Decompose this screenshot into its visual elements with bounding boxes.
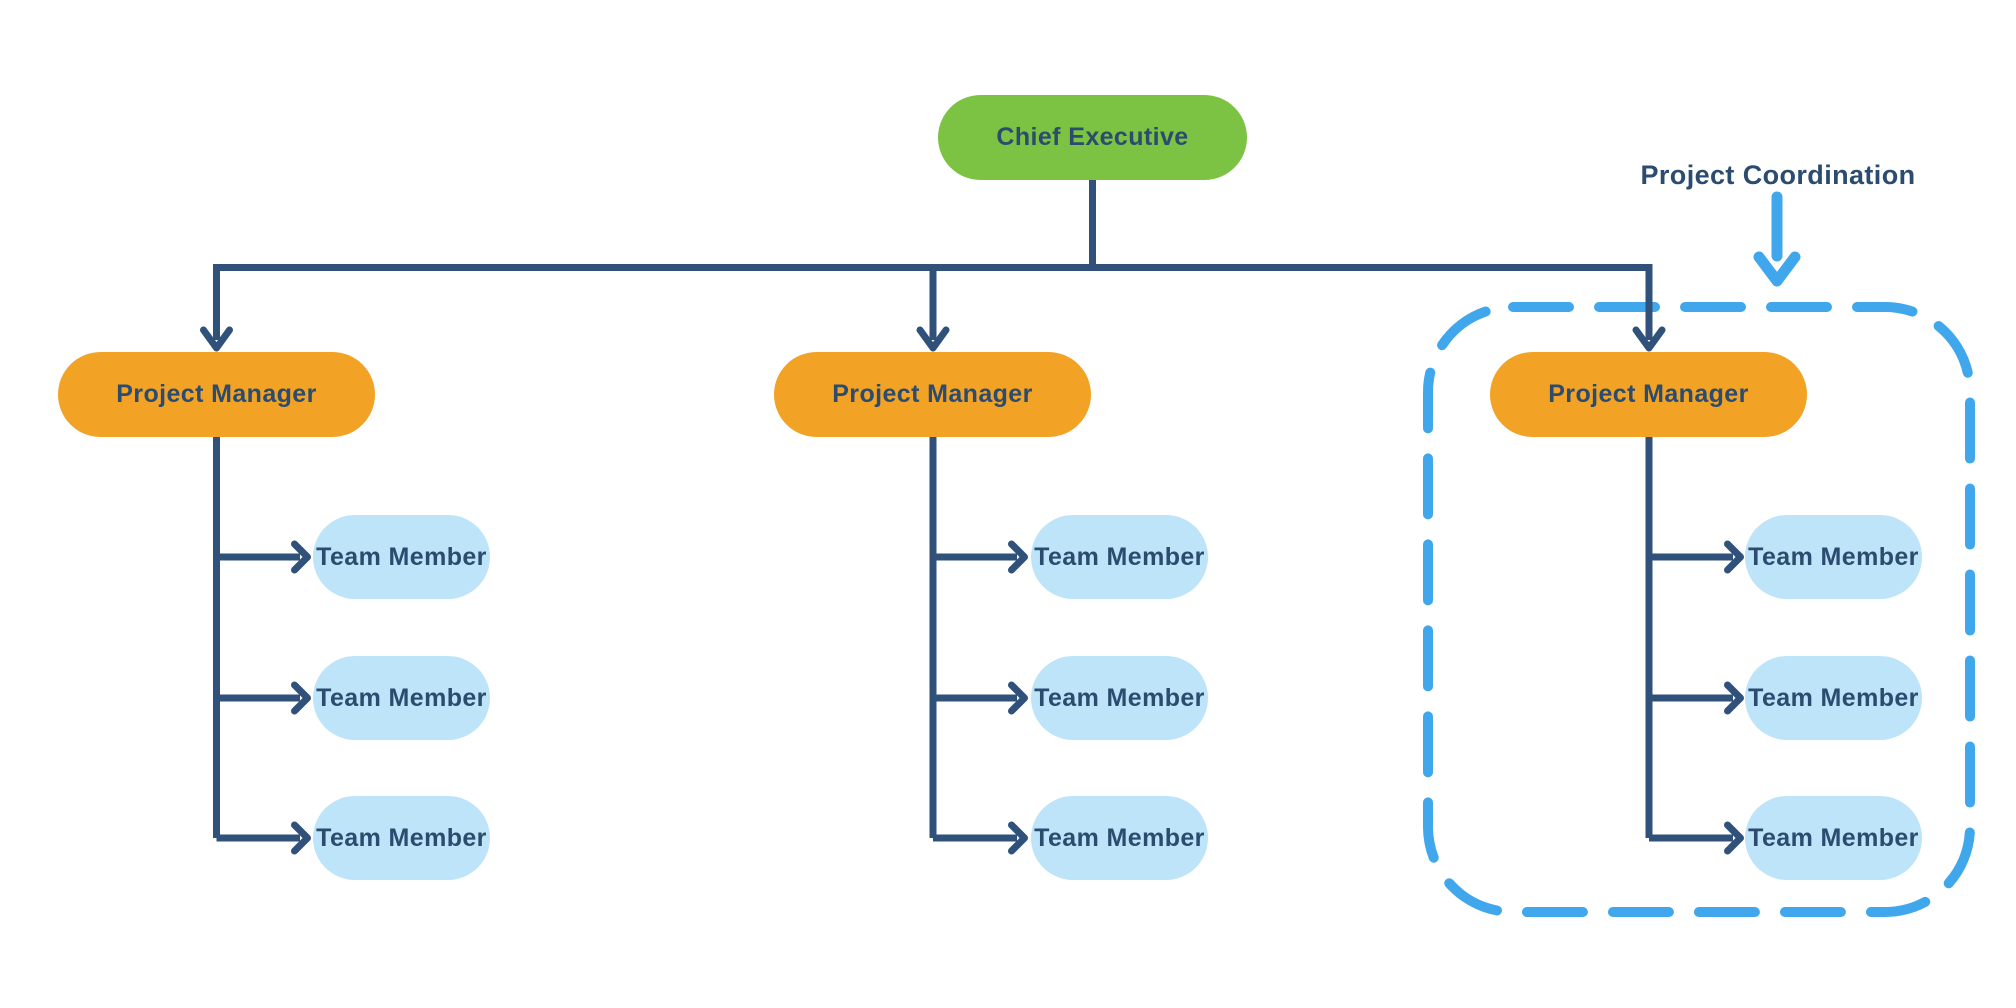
arrow-right-icon xyxy=(1008,540,1028,574)
node-label: Team Member xyxy=(1034,683,1205,712)
arrow-right-icon xyxy=(1724,540,1744,574)
node-label: Chief Executive xyxy=(996,123,1189,151)
node-project-manager-1: Project Manager xyxy=(58,352,375,437)
node-label: Team Member xyxy=(316,542,487,571)
node-team-member-3-2: Team Member xyxy=(1745,656,1922,740)
node-label: Team Member xyxy=(1748,823,1919,852)
arrow-right-icon xyxy=(1724,681,1744,715)
coordination-arrow-down-icon xyxy=(1753,251,1801,287)
node-label: Team Member xyxy=(1034,823,1205,852)
arrow-right-icon xyxy=(1724,821,1744,855)
node-label: Team Member xyxy=(1748,542,1919,571)
node-label: Team Member xyxy=(316,823,487,852)
node-project-manager-2: Project Manager xyxy=(774,352,1091,437)
node-team-member-2-3: Team Member xyxy=(1031,796,1208,880)
node-team-member-2-2: Team Member xyxy=(1031,656,1208,740)
node-label: Project Manager xyxy=(116,380,317,408)
node-team-member-1-2: Team Member xyxy=(313,656,490,740)
arrow-right-icon xyxy=(1008,681,1028,715)
node-team-member-1-1: Team Member xyxy=(313,515,490,599)
node-project-manager-3: Project Manager xyxy=(1490,352,1807,437)
coordination-annotation-label: Project Coordination xyxy=(1640,160,1916,190)
node-label: Team Member xyxy=(316,683,487,712)
arrow-right-icon xyxy=(291,540,311,574)
node-label: Project Manager xyxy=(832,380,1033,408)
arrow-right-icon xyxy=(1008,821,1028,855)
arrow-down-icon xyxy=(1632,326,1666,352)
node-team-member-3-3: Team Member xyxy=(1745,796,1922,880)
node-team-member-3-1: Team Member xyxy=(1745,515,1922,599)
node-label: Project Manager xyxy=(1548,380,1749,408)
node-label: Team Member xyxy=(1034,542,1205,571)
arrow-down-icon xyxy=(200,326,233,352)
node-chief-executive: Chief Executive xyxy=(938,95,1247,180)
node-team-member-2-1: Team Member xyxy=(1031,515,1208,599)
arrow-right-icon xyxy=(291,821,311,855)
coordination-group-outline xyxy=(1423,302,1975,917)
node-team-member-1-3: Team Member xyxy=(313,796,490,880)
arrow-down-icon xyxy=(916,326,950,352)
arrow-right-icon xyxy=(291,681,311,715)
node-label: Team Member xyxy=(1748,683,1919,712)
